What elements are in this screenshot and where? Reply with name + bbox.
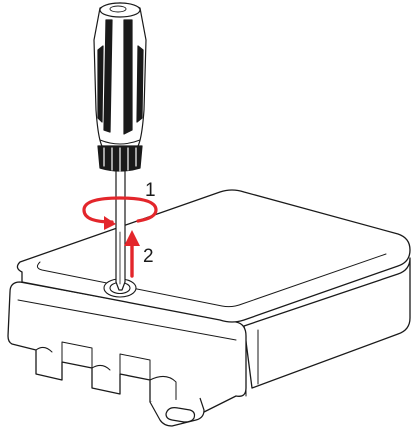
step-1-label: 1 <box>145 180 156 201</box>
housing-front-face <box>7 281 247 415</box>
screwdriver-shaft <box>115 165 126 291</box>
screwdriver-icon <box>93 2 147 291</box>
rotate-arrow-icon <box>82 196 158 230</box>
up-arrow-icon <box>124 230 140 278</box>
housing <box>7 189 411 415</box>
mounting-tab <box>149 397 205 427</box>
housing-right-face <box>243 257 411 389</box>
housing-details <box>17 253 387 405</box>
step-2-label: 2 <box>143 246 154 267</box>
